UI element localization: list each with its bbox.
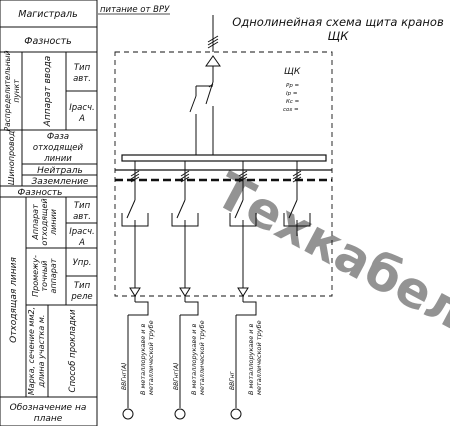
label-i-rasch2-1: Iрасч. — [69, 227, 95, 237]
label-tip-avt-1: Тип — [74, 63, 91, 73]
panel-boundary — [114, 51, 333, 297]
label-rasp-punkt-2: пункт — [12, 79, 21, 103]
label-faza-3: линии — [43, 154, 72, 164]
phase-busbar — [121, 154, 327, 162]
feeder-1-load — [122, 408, 134, 420]
label-oboznachenie-2: плане — [34, 414, 63, 424]
panel-param-kc: Кс = — [286, 99, 300, 105]
label-oboznachenie-1: Обозначение на — [10, 403, 87, 413]
label-apparat-vvoda: Аппарат ввода — [43, 56, 53, 128]
label-tip-rele-1: Тип — [74, 281, 91, 291]
label-promezh-2: точный — [40, 260, 49, 291]
feeder-1-text: ВВГнг(А) В металлорукаве и в металлическ… — [121, 320, 155, 395]
label-tip-avt2-2: авт. — [73, 212, 91, 222]
feeder-3-load — [230, 408, 242, 420]
feeder-2-arrow — [179, 287, 191, 297]
label-i-rasch2-2: А — [78, 238, 85, 248]
label-faza-2: отходящей — [33, 143, 84, 153]
title-block: Однолинейная схема щита кранов ЩК — [232, 15, 444, 43]
label-shinoprovod: Шинопровод — [7, 130, 16, 185]
label-promezh-3: аппарат — [49, 258, 58, 293]
label-marka-1: Марка, сечение мм2, — [27, 307, 36, 395]
label-faznost-mid: Фазность — [18, 188, 63, 198]
label-tip-avt2-1: Тип — [74, 201, 91, 211]
label-apparat-othod-3: линии — [49, 209, 58, 236]
panel-param-ir: Iр = — [286, 91, 298, 97]
feeder-3-arrow — [237, 287, 249, 297]
feeder-2-text: ВВГнг(А) В металлорукаве и в металлическ… — [173, 320, 206, 395]
feeder-2-cable: ВВГнг(А) — [173, 363, 180, 390]
label-neitral: Нейтраль — [37, 166, 83, 176]
label-i-rasch-2: А — [78, 114, 85, 124]
feeder-2-method-1: В металлорукаве и в — [190, 323, 198, 395]
label-upr: Упр. — [73, 258, 92, 268]
label-faza-1: Фаза — [47, 132, 69, 142]
label-promezh-1: Промежу- — [31, 255, 40, 297]
label-rasp-punkt-1: Распределительный — [3, 50, 12, 131]
feeder-1-method-1: В металлорукаве и в — [139, 323, 147, 395]
label-sposob: Способ прокладки — [68, 309, 78, 392]
feeder-3-method-2: металлической трубе — [255, 320, 263, 395]
label-apparat-othod-2: отходящей — [40, 198, 49, 245]
feeder-3 — [229, 161, 257, 420]
panel-info: ЩК Рр = Iр = Кс = cos = — [283, 67, 301, 113]
feeder-1-arrow — [129, 287, 141, 297]
label-othod-liniya: Отходящая линия — [9, 257, 19, 343]
label-zazemlenie: Заземление — [32, 177, 89, 187]
feeder-1-cable: ВВГнг(А) — [121, 363, 128, 390]
busbar-system — [115, 154, 332, 182]
label-tip-rele-2: реле — [70, 292, 92, 302]
panel-name: ЩК — [284, 67, 301, 77]
left-table-text: Магистраль Фазность Распределительный пу… — [3, 9, 95, 424]
label-faznost-top: Фазность — [24, 36, 71, 47]
feeder-4-reserve — [283, 161, 311, 236]
diagram-subtitle: ЩК — [328, 29, 350, 43]
incomer — [189, 15, 221, 155]
feeder-3-method-1: В металлорукаве и в — [247, 323, 255, 395]
label-magistral: Магистраль — [18, 9, 77, 20]
left-table — [0, 0, 98, 426]
feeder-1 — [121, 161, 149, 420]
feeder-1-method-2: металлической трубе — [147, 320, 155, 395]
panel-param-cos: cos = — [283, 107, 299, 113]
label-i-rasch-1: Iрасч. — [69, 103, 95, 113]
diagram-title: Однолинейная схема щита кранов — [232, 15, 444, 29]
feeder-2 — [171, 161, 199, 420]
panel-param-pr: Рр = — [286, 83, 300, 89]
feeder-2-method-2: металлической трубе — [198, 320, 206, 395]
label-apparat-othod-1: Аппарат — [31, 204, 40, 241]
supply-label: питание от ВРУ — [100, 5, 170, 15]
feeder-2-load — [174, 408, 186, 420]
label-tip-avt-2: авт. — [73, 74, 91, 84]
label-marka-2: длина участка м. — [37, 315, 46, 389]
feeder-3-cable: ВВГнг — [229, 371, 236, 390]
feeder-3-text: ВВГнг В металлорукаве и в металлической … — [229, 320, 263, 395]
